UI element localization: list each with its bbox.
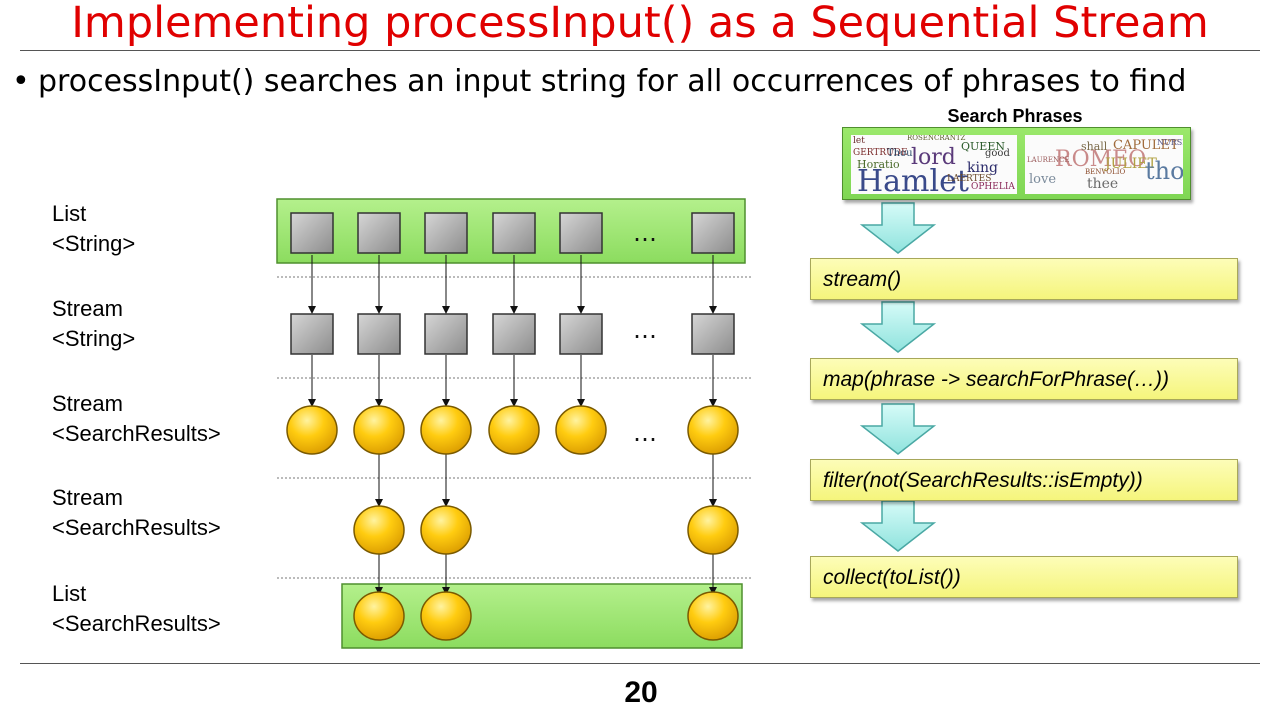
row-label-line1: Stream: [52, 296, 123, 321]
page-number: 20: [624, 676, 658, 709]
ellipsis-row2: …: [633, 316, 657, 344]
search-result-circle: [420, 405, 472, 455]
wc-word: JULIET: [1105, 156, 1157, 172]
wc-word: LAURENCE: [1027, 156, 1070, 164]
string-square: [691, 212, 735, 254]
wc-word: thou: [1145, 157, 1183, 185]
wc-word: lord: [911, 145, 956, 170]
search-result-circle: [286, 405, 338, 455]
wc-word: QUEEN: [961, 140, 1005, 153]
stream-op-label: stream(): [823, 268, 902, 291]
wc-word: Hamlet: [857, 164, 969, 195]
row-label-line2: <String>: [52, 326, 136, 351]
stream-op-box: stream(): [810, 258, 1238, 300]
row-label-list-searchresults: List <SearchResults>: [52, 579, 221, 639]
pipeline-down-arrow: [859, 403, 937, 455]
pipeline-down-arrow: [859, 202, 937, 254]
row-label-line2: <SearchResults>: [52, 515, 221, 540]
string-square: [357, 212, 401, 254]
search-phrases-heading: Search Phrases: [947, 106, 1083, 126]
wc-word: Horatio: [857, 158, 900, 171]
search-result-circle: [687, 405, 739, 455]
string-square: [559, 212, 603, 254]
wc-word: GERTRUDE: [853, 148, 908, 158]
list-results-container: [341, 583, 743, 649]
romeo-juliet-word-cloud: ROMEO JULIET CAPULET thou thee shall BEN…: [1025, 135, 1183, 194]
collected-result-circle: [420, 591, 472, 641]
row-label-line1: Stream: [52, 485, 123, 510]
stream-string-square: [559, 313, 603, 355]
wc-word: Thou: [887, 148, 913, 159]
row-label-line2: <String>: [52, 231, 136, 256]
stream-string-square: [357, 313, 401, 355]
search-result-circle: [555, 405, 607, 455]
row-label-line1: List: [52, 201, 87, 226]
footer-divider: [20, 663, 1260, 664]
wc-word: OPHELIA: [971, 182, 1015, 192]
stream-string-square: [691, 313, 735, 355]
bullet-point: •processInput() searches an input string…: [12, 62, 1186, 102]
string-square: [492, 212, 536, 254]
string-square: [424, 212, 468, 254]
wc-word: let: [853, 136, 865, 146]
collect-op-box: collect(toList()): [810, 556, 1238, 598]
wc-word: ROMEO: [1055, 147, 1147, 172]
hamlet-word-cloud: Hamlet lord QUEEN GERTRUDE Horatio king …: [851, 135, 1017, 194]
wc-word: thee: [1087, 176, 1119, 192]
wc-word: CAPULET: [1113, 138, 1179, 153]
search-phrases-box: Hamlet lord QUEEN GERTRUDE Horatio king …: [842, 127, 1191, 200]
filtered-result-circle: [420, 505, 472, 555]
row-label-line1: Stream: [52, 391, 123, 416]
slide-title: Implementing processInput() as a Sequent…: [71, 0, 1209, 48]
filter-op-label: filter(not(SearchResults::isEmpty)): [823, 469, 1143, 492]
row-label-line2: <SearchResults>: [52, 421, 221, 446]
bullet-dot: •: [12, 64, 30, 99]
collected-result-circle: [687, 591, 739, 641]
wc-word: NURSE: [1157, 138, 1183, 147]
filter-op-box: filter(not(SearchResults::isEmpty)): [810, 459, 1238, 501]
wc-word: ROSENCRANTZ: [907, 135, 966, 142]
wc-word: BENVOLIO: [1085, 168, 1126, 176]
row-label-line2: <SearchResults>: [52, 611, 221, 636]
ellipsis-row1: …: [633, 219, 657, 247]
filtered-result-circle: [687, 505, 739, 555]
map-op-box: map(phrase -> searchForPhrase(…)): [810, 358, 1238, 400]
wc-word: LAERTES: [947, 174, 992, 184]
row-label-stream-searchresults: Stream <SearchResults>: [52, 389, 221, 449]
map-op-label: map(phrase -> searchForPhrase(…)): [823, 368, 1170, 391]
row-label-list-string: List <String>: [52, 199, 135, 259]
title-divider: [20, 50, 1260, 51]
stream-string-square: [424, 313, 468, 355]
filtered-result-circle: [353, 505, 405, 555]
collect-op-label: collect(toList()): [823, 566, 961, 589]
row-label-filtered-stream: Stream <SearchResults>: [52, 483, 221, 543]
search-result-circle: [488, 405, 540, 455]
wc-word: king: [967, 160, 998, 176]
ellipsis-row3: …: [633, 419, 657, 447]
pipeline-down-arrow: [859, 500, 937, 552]
stream-string-square: [492, 313, 536, 355]
row-label-line1: List: [52, 581, 87, 606]
row-label-stream-string: Stream <String>: [52, 294, 135, 354]
stream-string-square: [290, 313, 334, 355]
wc-word: love: [1029, 172, 1057, 187]
string-square: [290, 212, 334, 254]
collected-result-circle: [353, 591, 405, 641]
wc-word: good: [985, 148, 1010, 159]
wc-word: shall: [1081, 140, 1108, 153]
bullet-text: processInput() searches an input string …: [38, 64, 1187, 99]
pipeline-down-arrow: [859, 301, 937, 353]
search-result-circle: [353, 405, 405, 455]
